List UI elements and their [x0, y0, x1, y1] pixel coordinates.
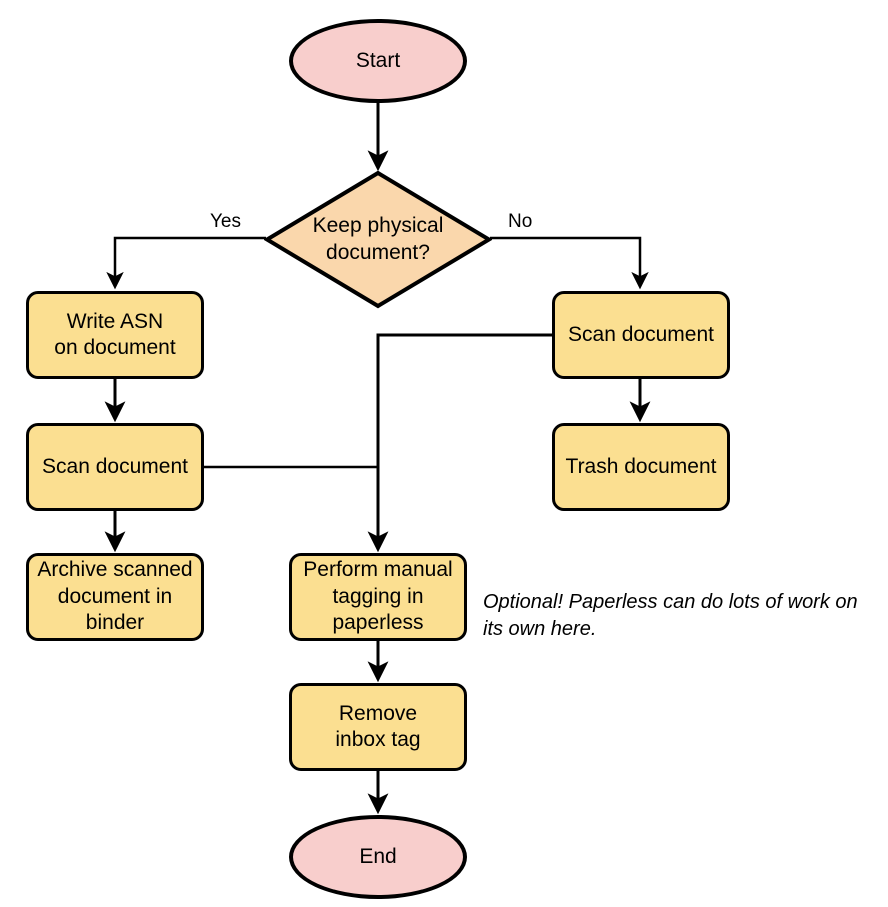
node-archive-label: Archive scanned document in binder — [37, 558, 193, 635]
node-start-label: Start — [355, 48, 401, 72]
node-scan-document-right-label: Scan document — [568, 322, 714, 346]
node-end[interactable]: End — [289, 815, 467, 899]
edge-scan-right-to-manual-tagging — [367, 333, 552, 553]
node-start[interactable]: Start — [289, 19, 467, 103]
node-perform-manual-tagging[interactable]: Perform manual tagging in paperless — [289, 553, 467, 641]
node-write-asn-on-document[interactable]: Write ASN on document — [26, 291, 204, 379]
node-trash-document-label: Trash document — [565, 454, 717, 478]
edge-decision-yes-to-write-asn — [106, 236, 266, 290]
node-scan-document-left-label: Scan document — [42, 454, 188, 478]
edge-label-yes: Yes — [210, 211, 241, 232]
node-write-asn-label: Write ASN on document — [54, 309, 176, 359]
node-scan-document-right[interactable]: Scan document — [552, 291, 730, 379]
node-manual-tagging-label: Perform manual tagging in paperless — [303, 558, 453, 635]
node-scan-document-left[interactable]: Scan document — [26, 423, 204, 511]
node-decision-keep-physical-document[interactable]: Keep physical document? — [264, 170, 492, 309]
node-archive-scanned-document-in-binder[interactable]: Archive scanned document in binder — [26, 553, 204, 641]
node-remove-inbox-tag[interactable]: Remove inbox tag — [289, 683, 467, 771]
node-remove-inbox-label: Remove inbox tag — [335, 701, 421, 751]
node-trash-document[interactable]: Trash document — [552, 423, 730, 511]
decision-diamond-shape — [264, 170, 492, 309]
node-decision-label: Keep physical document? — [312, 214, 444, 264]
note-optional-paperless: Optional! Paperless can do lots of work … — [483, 591, 858, 640]
edge-label-no: No — [508, 211, 533, 232]
edge-decision-no-to-scan-right — [490, 236, 649, 290]
node-end-label: End — [359, 844, 397, 868]
